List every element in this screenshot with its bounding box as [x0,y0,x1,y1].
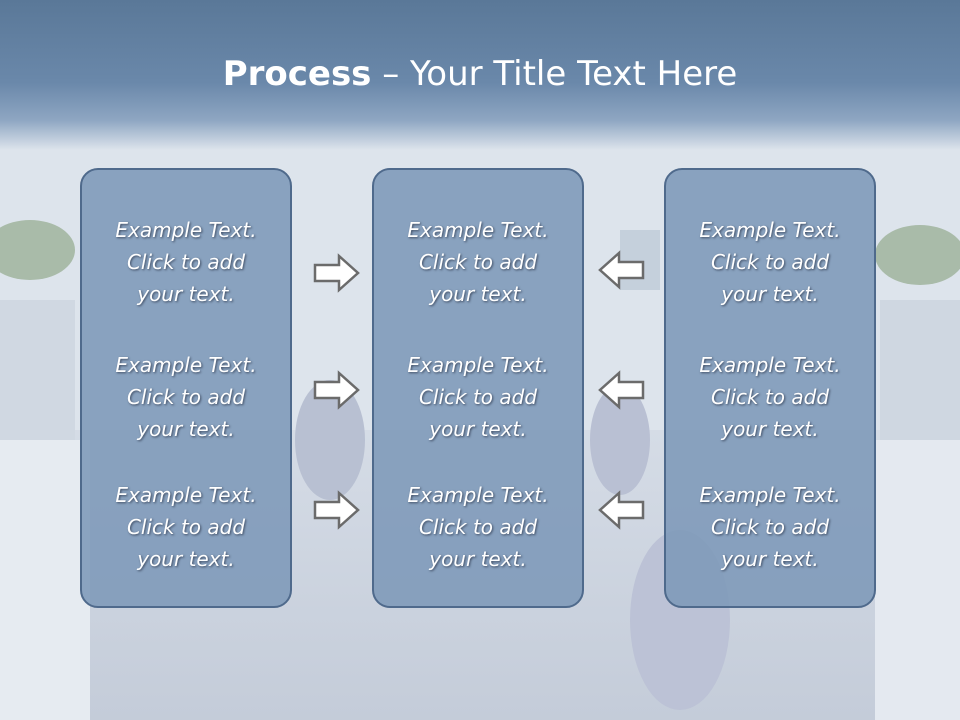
title-bold-text: Process [222,54,372,94]
text-line: Click to add [710,515,830,539]
process-panel-left[interactable]: Example Text. Click to add your text. Ex… [80,168,292,608]
text-line: your text. [721,417,819,441]
text-line: Click to add [418,515,538,539]
text-line: Click to add [126,250,246,274]
text-line: Example Text. [699,483,841,507]
text-line: Click to add [710,250,830,274]
arrow-right-icon [313,490,360,530]
arrow-right-icon [313,370,360,410]
text-line: Click to add [126,515,246,539]
text-placeholder[interactable]: Example Text. Click to add your text. [666,479,874,575]
arrow-left-icon [598,490,645,530]
text-line: your text. [137,417,235,441]
arrow-right-icon [313,253,360,293]
text-line: your text. [429,282,527,306]
text-line: Example Text. [115,218,257,242]
text-line: your text. [137,547,235,571]
text-placeholder[interactable]: Example Text. Click to add your text. [374,479,582,575]
slide-title[interactable]: Process – Your Title Text Here [0,52,960,96]
text-line: Example Text. [115,353,257,377]
process-panel-right[interactable]: Example Text. Click to add your text. Ex… [664,168,876,608]
text-line: Example Text. [115,483,257,507]
text-placeholder[interactable]: Example Text. Click to add your text. [374,214,582,310]
text-line: Example Text. [699,353,841,377]
process-panel-center[interactable]: Example Text. Click to add your text. Ex… [372,168,584,608]
text-line: Click to add [418,385,538,409]
text-placeholder[interactable]: Example Text. Click to add your text. [82,349,290,445]
text-line: Example Text. [699,218,841,242]
title-rest-text: – Your Title Text Here [371,54,738,94]
text-line: your text. [721,282,819,306]
text-placeholder[interactable]: Example Text. Click to add your text. [666,349,874,445]
text-line: Example Text. [407,218,549,242]
text-line: Example Text. [407,353,549,377]
text-line: your text. [721,547,819,571]
title-band [0,0,960,150]
text-line: Click to add [126,385,246,409]
text-placeholder[interactable]: Example Text. Click to add your text. [82,479,290,575]
arrow-left-icon [598,370,645,410]
arrow-left-icon [598,250,645,290]
text-placeholder[interactable]: Example Text. Click to add your text. [666,214,874,310]
text-line: Click to add [710,385,830,409]
text-line: your text. [429,417,527,441]
text-line: your text. [429,547,527,571]
text-placeholder[interactable]: Example Text. Click to add your text. [82,214,290,310]
text-line: your text. [137,282,235,306]
text-placeholder[interactable]: Example Text. Click to add your text. [374,349,582,445]
text-line: Click to add [418,250,538,274]
text-line: Example Text. [407,483,549,507]
